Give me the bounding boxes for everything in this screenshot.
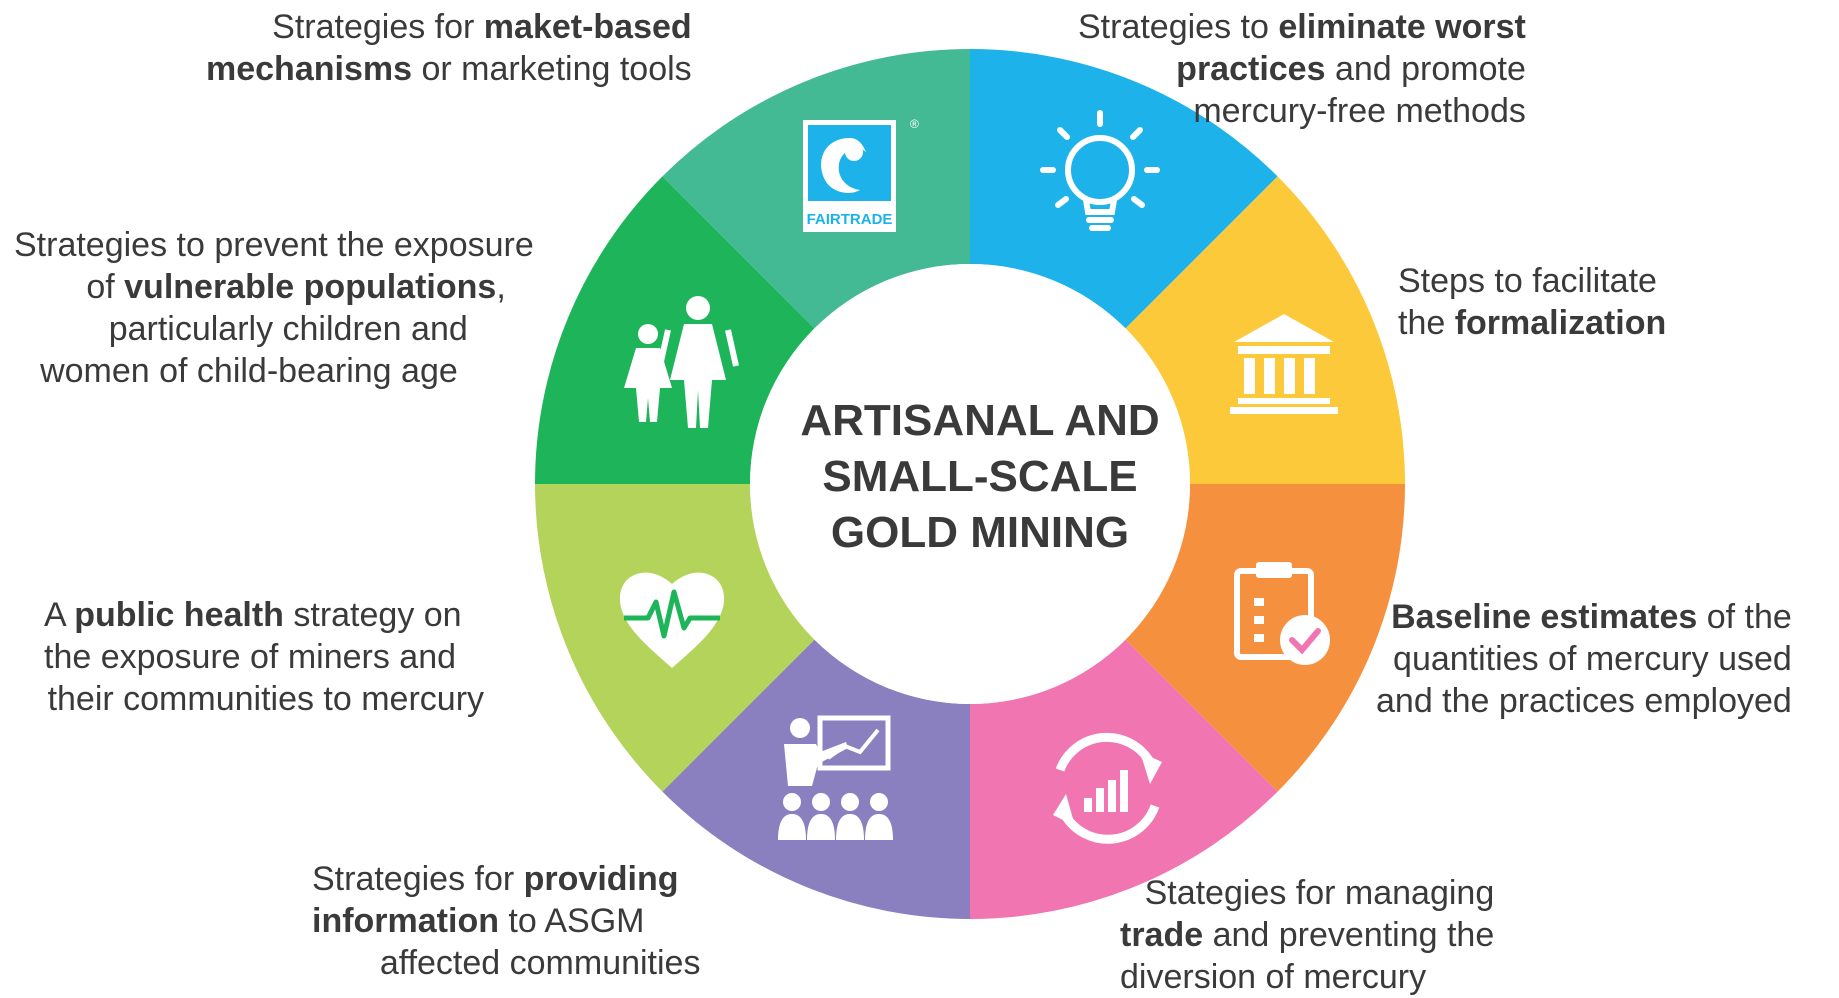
label-text: of the [1697, 598, 1792, 636]
label-text: strategy on [283, 596, 462, 634]
label-baseline-estimates: Baseline estimates of the quantities of … [1376, 596, 1792, 722]
label-text: Strategies for [312, 860, 524, 898]
label-text: the exposure of miners and [44, 638, 457, 676]
center-title-line-1: ARTISANAL AND [800, 396, 1160, 445]
label-managing-trade: Stategies for managing trade and prevent… [1120, 872, 1494, 998]
label-text: A [44, 596, 75, 634]
label-text: women of child-bearing age [40, 352, 458, 390]
label-text: and preventing the [1203, 916, 1495, 954]
label-text: Strategies for [272, 8, 484, 46]
label-text: particularly children and [108, 310, 468, 348]
label-bold: vulnerable populations [124, 268, 497, 306]
label-text: affected communities [379, 944, 701, 982]
segment-formalization [1125, 484, 1405, 792]
clipboard-check-icon [1234, 562, 1330, 665]
label-bold: trade [1120, 916, 1204, 954]
building-columns-icon [1230, 314, 1338, 414]
label-text: quantities of mercury used [1393, 640, 1792, 678]
label-text: mercury-free methods [1193, 92, 1526, 130]
center-title-line-3: GOLD MINING [830, 508, 1130, 557]
label-text: to ASGM [498, 902, 645, 940]
label-text: Steps to facilitate [1398, 262, 1657, 300]
segment-trade [662, 639, 970, 919]
label-bold: formalization [1454, 304, 1667, 342]
label-text: diversion of mercury [1120, 958, 1427, 996]
segment-public-health [535, 176, 815, 484]
label-bold: public health [74, 596, 284, 634]
label-providing-information: Strategies for providing information to … [312, 858, 700, 984]
label-bold: providing [523, 860, 679, 898]
presentation-audience-icon [778, 715, 893, 840]
label-text: their communities to mercury [47, 680, 485, 718]
center-title-line-2: SMALL-SCALE [822, 452, 1138, 501]
ring-segments [535, 49, 1405, 919]
label-bold: maket-based [483, 8, 692, 46]
registered-mark: ® [910, 117, 919, 131]
label-bold: information [312, 902, 499, 940]
label-text: of [86, 268, 125, 306]
label-vulnerable-populations: Strategies to prevent the exposure of vu… [14, 224, 534, 392]
label-text: Strategies to [1078, 8, 1279, 46]
label-market-mechanisms: Strategies for maket-based mechanisms or… [206, 6, 692, 90]
label-bold: Baseline estimates [1391, 598, 1698, 636]
label-text: and promote [1325, 50, 1526, 88]
heart-pulse-icon [619, 572, 725, 668]
lightbulb-icon [1040, 110, 1160, 231]
label-bold: practices [1176, 50, 1326, 88]
fairtrade-logo-text: FAIRTRADE [807, 211, 893, 228]
woman-child-icon [624, 296, 739, 428]
center-title: ARTISANAL AND SMALL-SCALE GOLD MINING [770, 393, 1190, 561]
fairtrade-logo-icon: FAIRTRADE ® [803, 117, 919, 232]
label-text: Stategies for managing [1144, 874, 1495, 912]
label-text: Strategies to prevent the exposure [14, 226, 534, 264]
label-text: or marketing tools [412, 50, 692, 88]
center-circle [750, 264, 1190, 704]
chart-cycle-icon [1053, 732, 1162, 844]
label-public-health: A public health strategy on the exposure… [44, 594, 484, 720]
label-formalization: Steps to facilitate the formalization [1398, 260, 1666, 344]
label-text: , [496, 268, 506, 306]
label-bold: eliminate worst [1278, 8, 1526, 46]
label-text: the [1398, 304, 1455, 342]
label-eliminate-worst-practices: Strategies to eliminate worst practices … [1078, 6, 1526, 132]
label-bold: mechanisms [206, 50, 412, 88]
label-text: and the practices employed [1376, 682, 1792, 720]
